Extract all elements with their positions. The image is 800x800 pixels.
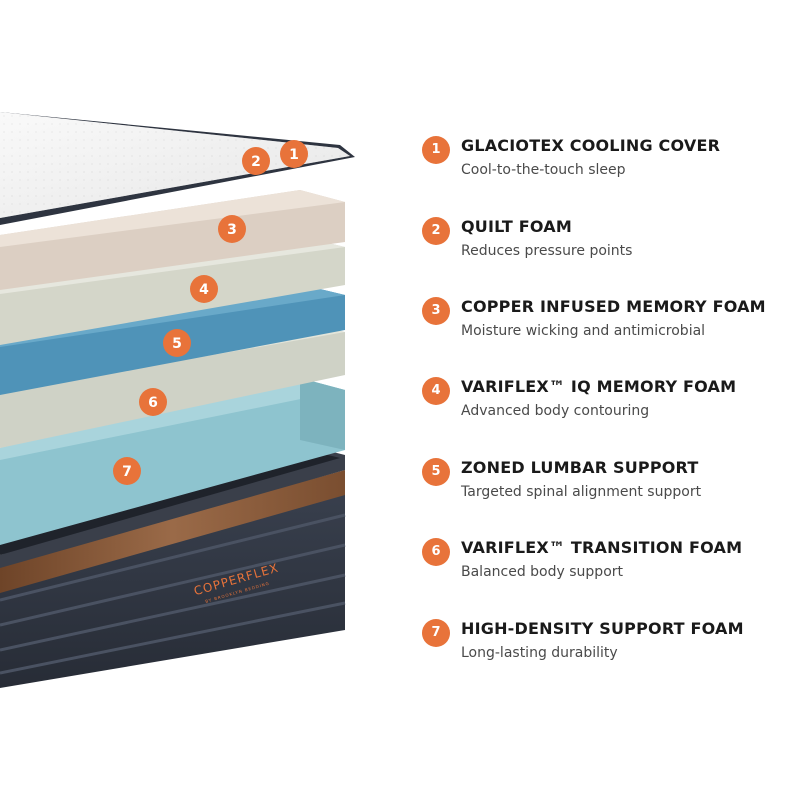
legend-badge: 6 [422,538,450,566]
legend-badge: 5 [422,458,450,486]
legend-description: Moisture wicking and antimicrobial [461,323,706,339]
legend-badge: 2 [422,217,450,245]
legend-title: COPPER INFUSED MEMORY FOAM [461,297,766,316]
svg-text:6: 6 [148,395,158,411]
legend-item-5: 5 ZONED LUMBAR SUPPORT Targeted spinal a… [422,456,792,516]
svg-text:5: 5 [172,336,182,352]
legend-item-4: 4 VARIFLEX™ IQ MEMORY FOAM Advanced body… [422,375,792,435]
illustration-badge-5: 5 [163,329,191,357]
illustration-badge-4: 4 [190,275,218,303]
illustration-badge-3: 3 [218,215,246,243]
illustration-badge-2: 2 [242,147,270,175]
legend-title: ZONED LUMBAR SUPPORT [461,458,699,477]
legend-description: Cool-to-the-touch sleep [461,162,626,178]
mattress-layers-illustration: COPPERFLEX BY BROOKLYN BEDDING [0,112,355,688]
legend-description: Balanced body support [461,564,623,580]
svg-text:7: 7 [122,464,132,480]
legend-badge: 3 [422,297,450,325]
svg-text:2: 2 [251,154,261,170]
legend-item-1: 1 GLACIOTEX COOLING COVER Cool-to-the-to… [422,134,792,194]
illustration-badge-1: 1 [280,140,308,168]
legend-item-7: 7 HIGH-DENSITY SUPPORT FOAM Long-lasting… [422,617,792,677]
layer-7-high-density-support-foam [0,378,345,545]
legend-title: QUILT FOAM [461,217,572,236]
legend-item-3: 3 COPPER INFUSED MEMORY FOAM Moisture wi… [422,295,792,355]
layer-3-copper-infused-memory-foam [0,190,345,290]
svg-text:3: 3 [227,222,237,238]
legend-description: Long-lasting durability [461,645,618,661]
legend-item-2: 2 QUILT FOAM Reduces pressure points [422,215,792,275]
legend-description: Advanced body contouring [461,403,650,419]
legend-title: GLACIOTEX COOLING COVER [461,136,721,155]
legend-title: VARIFLEX™ TRANSITION FOAM [461,538,743,557]
layer-1-2-glaciotex-cover [0,112,355,225]
mattress-base: COPPERFLEX BY BROOKLYN BEDDING [0,445,346,688]
illustration-badge-7: 7 [113,457,141,485]
legend-badge: 7 [422,619,450,647]
legend-item-6: 6 VARIFLEX™ TRANSITION FOAM Balanced bod… [422,536,792,596]
legend-title: VARIFLEX™ IQ MEMORY FOAM [461,377,737,396]
legend-description: Reduces pressure points [461,243,633,259]
legend-title: HIGH-DENSITY SUPPORT FOAM [461,619,744,638]
legend-badge: 4 [422,377,450,405]
legend-badge: 1 [422,136,450,164]
svg-text:1: 1 [289,147,299,163]
svg-text:4: 4 [199,282,209,298]
legend-description: Targeted spinal alignment support [461,484,702,500]
illustration-badge-6: 6 [139,388,167,416]
